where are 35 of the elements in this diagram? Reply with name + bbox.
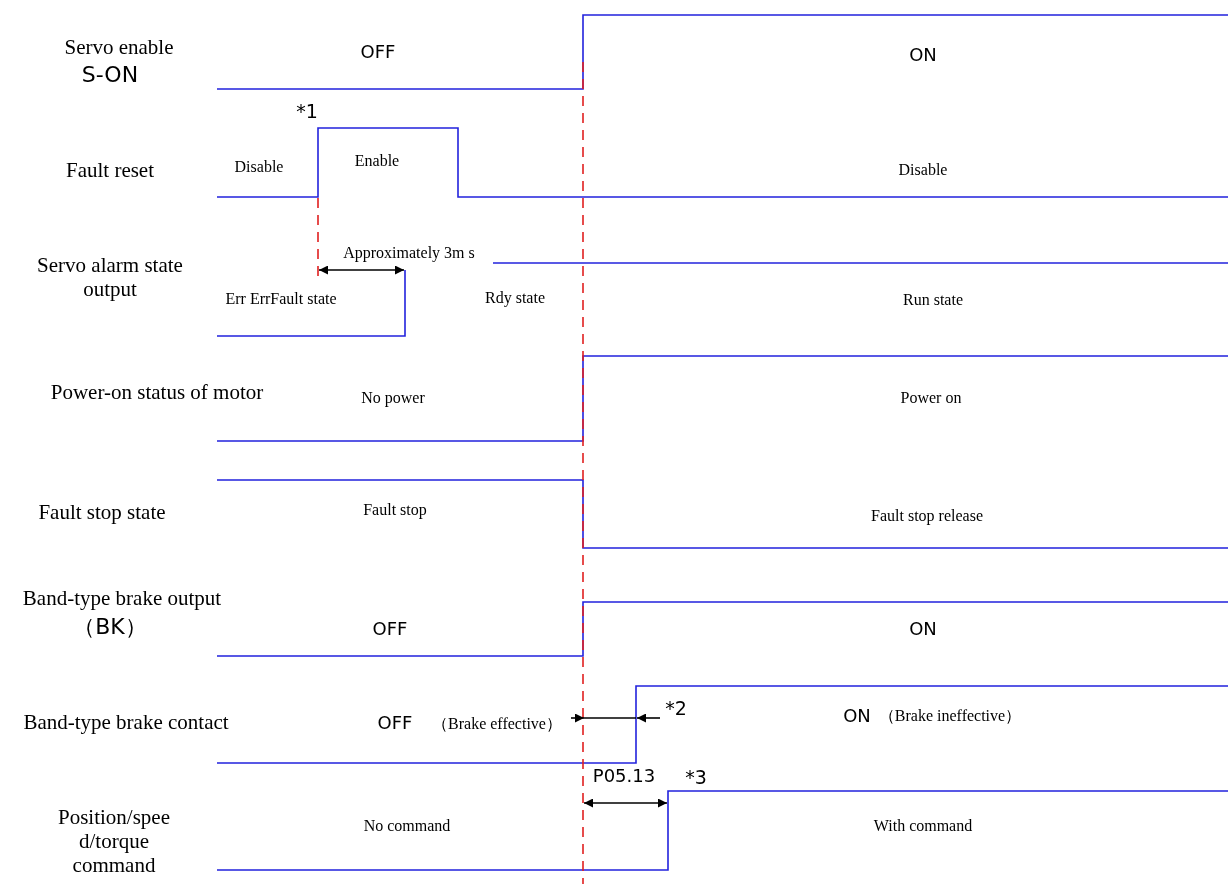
state-label: ON <box>909 619 937 640</box>
state-label: Fault stop <box>363 501 427 520</box>
note-marker: *1 <box>296 101 318 123</box>
signal-name: Band-type brake output <box>22 586 222 611</box>
state-label: No power <box>361 389 425 408</box>
state-label: Enable <box>354 152 400 171</box>
duration-label: Approximately 3m s <box>343 244 475 263</box>
signal-name: Servo alarm state output <box>36 253 184 302</box>
state-label: Run state <box>903 291 963 310</box>
signal-name: Position/spee d/torque command <box>57 805 171 878</box>
state-label: Power on <box>900 389 962 408</box>
state-label: Disable <box>234 158 284 177</box>
state-label: ON <box>909 45 937 66</box>
state-label: Rdy state <box>485 289 545 308</box>
state-label: （Brake ineffective） <box>878 707 1022 726</box>
state-label: Fault stop release <box>871 507 983 526</box>
state-label: With command <box>873 817 973 836</box>
state-label: （Brake effective） <box>432 715 562 734</box>
signal-name: Fault stop state <box>38 500 166 525</box>
signal-name: Band-type brake contact <box>23 710 229 735</box>
signal-name: Power-on status of motor <box>50 380 264 405</box>
note-marker: *3 <box>685 767 707 789</box>
signal-name: （BK） <box>73 614 147 640</box>
note-marker: *2 <box>665 698 687 720</box>
state-label: OFF <box>360 42 396 63</box>
state-label: OFF <box>377 713 413 734</box>
parameter-label: P05.13 <box>592 766 656 787</box>
state-label: No command <box>363 817 451 836</box>
state-label: OFF <box>372 619 408 640</box>
state-label: Err ErrFault state <box>225 290 337 309</box>
signal-name: S-ON <box>81 62 139 88</box>
state-label: Disable <box>898 161 948 180</box>
state-label: ON <box>843 706 871 727</box>
signal-name: Servo enable <box>64 35 174 60</box>
signal-name: Fault reset <box>65 158 155 183</box>
